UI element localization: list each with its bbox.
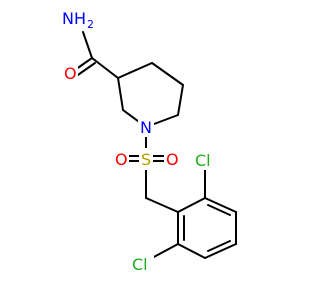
sulfonyl-oxygen-left-label: O (115, 150, 128, 169)
sulfur-label: S (141, 150, 151, 169)
bond-layer (71, 31, 237, 259)
amide-nh-label: NH (62, 9, 86, 28)
bond-ar-inner-3 (207, 240, 231, 252)
bond-ar-c1-c2 (177, 197, 206, 213)
bond-amide-c-ring (91, 57, 119, 79)
bond-ar-c2-c3 (204, 197, 237, 213)
ring-nitrogen-label: N (140, 118, 152, 137)
bond-c-cl-bottom (151, 243, 179, 259)
amide-h-subscript: 2 (87, 18, 94, 31)
molecule-structure: NH 2 O N S O O Cl Cl (60, 7, 237, 274)
chlorine-top-label: Cl (195, 151, 211, 170)
bond-ar-c4-c5 (204, 243, 237, 259)
sulfonyl-oxygen-right-label: O (166, 150, 179, 169)
bond-ch2-aryl (145, 197, 179, 213)
chlorine-bottom-label: Cl (132, 255, 148, 274)
bond-ar-inner-2 (207, 204, 231, 216)
amide-oxygen-label: O (64, 64, 77, 83)
bond-ar-c5-c6 (177, 243, 206, 259)
bond-ring-c5-c6 (177, 84, 184, 116)
bond-ring-c4-c5 (151, 62, 184, 86)
bond-ring-c3-c4 (117, 62, 153, 79)
bond-amide-c-o-2 (74, 62, 96, 78)
bond-amide-c-n (82, 31, 93, 59)
atom-label-layer: NH 2 O N S O O Cl Cl (60, 7, 217, 274)
bond-ring-c2-c3 (117, 77, 124, 111)
